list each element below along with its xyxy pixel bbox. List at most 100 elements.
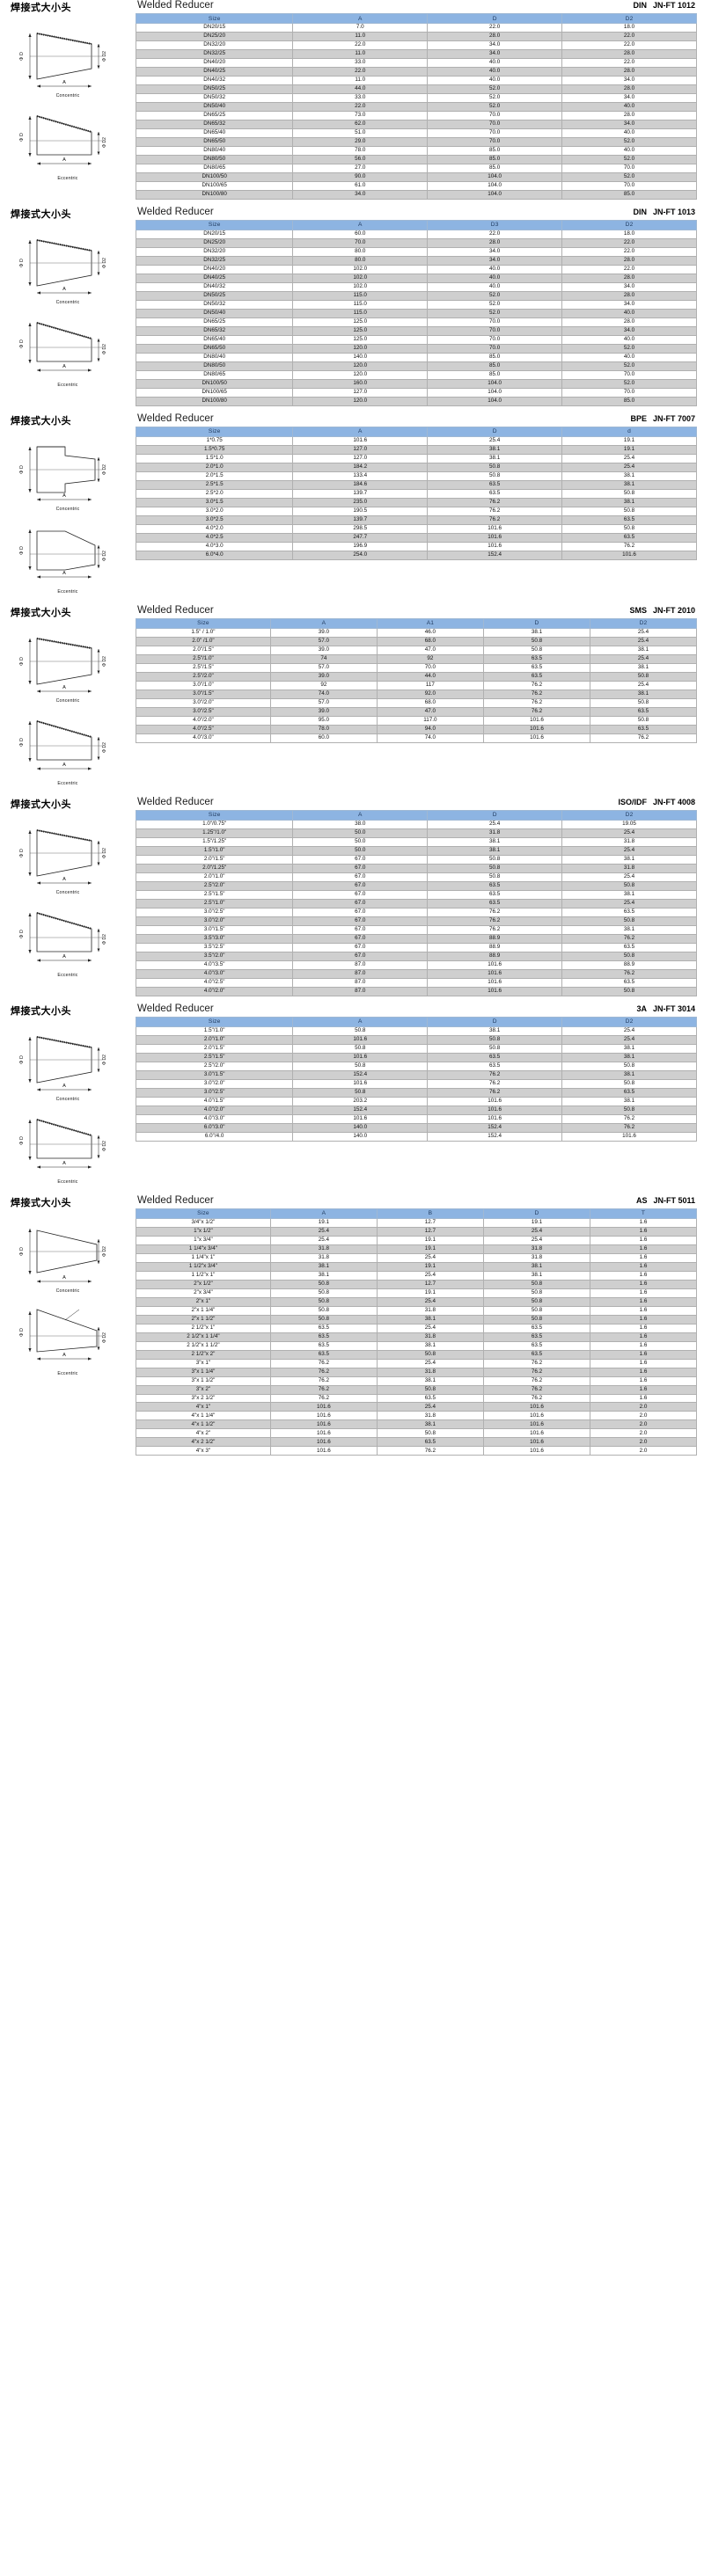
column-header-a: A [292, 219, 429, 231]
cell-value: 101.6 [427, 986, 563, 996]
column-header-d2: D2 [561, 219, 697, 231]
cell-value: 7.0 [292, 23, 429, 33]
cell-size: DN80/50 [135, 361, 294, 371]
cell-value: 63.5 [269, 1349, 378, 1360]
cell-value: 50.8 [427, 462, 563, 472]
cell-value: 76.2 [269, 1358, 378, 1368]
cell-value: 70.0 [427, 325, 563, 336]
reducer-drawing-concentric: Φ D Φ D2 A Concentric [11, 19, 125, 99]
cell-size: DN50/25 [135, 290, 294, 301]
cell-value: 52.0 [427, 308, 563, 318]
cell-value: 127.0 [292, 453, 429, 463]
cell-value: 39.0 [269, 706, 378, 717]
column-header-a: A [292, 426, 429, 437]
cell-size: 3.0"/2.5" [136, 706, 271, 717]
cell-value: 152.4 [427, 550, 563, 560]
cell-size: 3.0"/2.5" [135, 1087, 294, 1098]
cell-value: 28.0 [561, 317, 697, 327]
cell-value: 70.0 [427, 111, 563, 121]
drawing-caption-concentric: Concentric [55, 1288, 80, 1294]
cell-size: DN20/15 [135, 230, 294, 240]
cell-value: 52.0 [427, 84, 563, 95]
cell-value: 19.1 [376, 1288, 484, 1298]
cell-value: 102.0 [292, 281, 429, 292]
cell-size: 2.0*1.5 [135, 471, 294, 481]
cell-value: 28.0 [561, 256, 697, 266]
cell-value: 40.0 [561, 102, 697, 113]
svg-text:Φ D2: Φ D2 [102, 1054, 107, 1065]
cell-value: 70.0 [427, 120, 563, 129]
reducer-drawing-eccentric: Φ D Φ D2 A Eccentric [11, 102, 125, 181]
cell-value: 19.1 [269, 1217, 378, 1228]
column-header-a: A [292, 1016, 429, 1027]
section-heading-cn: 焊接式大小头 [11, 1004, 71, 1017]
cell-value: 88.9 [427, 951, 563, 961]
cell-value: 38.1 [561, 1069, 697, 1080]
cell-value: 196.9 [292, 541, 429, 551]
cell-size: 2.5"/1.5" [135, 1052, 294, 1062]
svg-text:A: A [62, 287, 66, 292]
cell-value: 25.4 [427, 435, 563, 446]
cell-value: 50.8 [427, 863, 563, 873]
cell-size: 6.0"/4.0 [135, 1131, 294, 1142]
cell-value: 52.0 [427, 93, 563, 104]
cell-value: 76.2 [561, 1113, 697, 1124]
cell-value: 40.0 [427, 67, 563, 77]
cell-size: 2.5"/1.5" [136, 662, 271, 673]
cell-size: 4"x 2 1/2" [136, 1437, 271, 1448]
cell-value: 50.8 [269, 1314, 378, 1324]
cell-size: 3.0"/2.0" [135, 1078, 294, 1089]
cell-size: 2 1/2"x 2" [136, 1349, 271, 1360]
part-number: JN-FT 2010 [652, 605, 695, 615]
reducer-drawing-concentric: Φ D Φ D2 A Concentric [11, 624, 125, 704]
cell-value: 25.4 [589, 636, 698, 646]
cell-value: 101.6 [482, 733, 590, 743]
cell-value: 25.4 [561, 898, 697, 909]
cell-value: 140.0 [292, 352, 429, 362]
cell-value: 160.0 [292, 378, 429, 389]
cell-value: 101.6 [427, 532, 563, 543]
cell-value: 1.6 [589, 1296, 698, 1307]
cell-value: 56.0 [292, 154, 429, 164]
svg-text:Φ D2: Φ D2 [102, 656, 107, 667]
cell-value: 50.8 [292, 1087, 429, 1098]
cell-value: 101.6 [482, 1402, 590, 1412]
cell-size: 2.5"/2.0" [135, 880, 294, 891]
cell-value: 67.0 [292, 872, 429, 882]
column-header-size: Size [135, 12, 294, 25]
cell-size: 4.0"/2.5" [135, 977, 294, 988]
cell-value: 76.2 [482, 1384, 590, 1395]
cell-value: 50.8 [427, 1043, 563, 1054]
cell-value: 101.6 [427, 968, 563, 979]
cell-size: DN25/20 [135, 238, 294, 249]
cell-value: 52.0 [561, 154, 697, 164]
cell-value: 1.6 [589, 1244, 698, 1254]
cell-value: 140.0 [292, 1131, 429, 1142]
cell-size: 2.5"/1.0" [136, 653, 271, 664]
cell-value: 34.0 [561, 299, 697, 310]
cell-value: 33.0 [292, 58, 429, 69]
cell-value: 76.2 [482, 1393, 590, 1404]
column-header-d: D [482, 617, 590, 629]
cell-value: 38.1 [561, 479, 697, 490]
table-title: Welded Reducer [137, 604, 214, 616]
cell-value: 104.0 [427, 189, 563, 200]
